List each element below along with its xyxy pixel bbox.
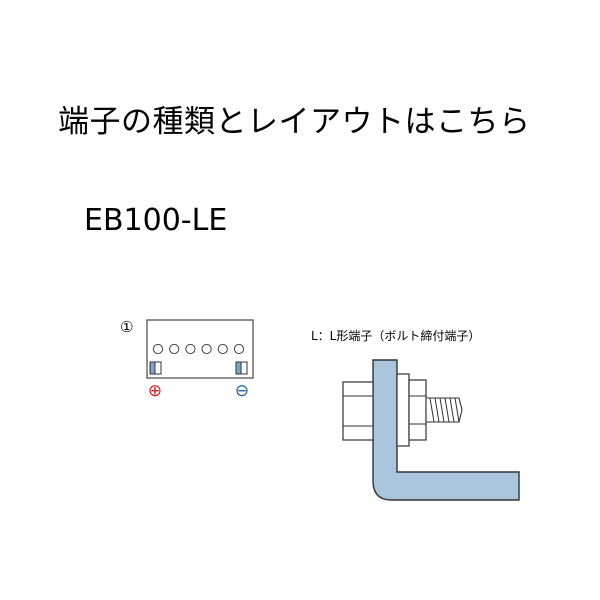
positive-terminal-symbol: ⊕: [148, 381, 162, 401]
thread-line: [454, 397, 460, 423]
thread-line: [434, 397, 440, 423]
negative-terminal-post: [235, 361, 248, 375]
terminal-type-label: L：L形端子（ボルト締付端子）: [311, 329, 481, 343]
vent-cap: [233, 343, 245, 355]
positive-terminal-post: [149, 361, 162, 375]
vent-caps: [152, 343, 245, 355]
l-terminal-plate: [372, 359, 520, 501]
thread-line: [429, 397, 435, 423]
vent-cap: [217, 343, 228, 355]
vent-cap: [152, 343, 164, 355]
terminal-bolt: [342, 373, 463, 447]
thread-line: [439, 397, 445, 423]
page-title: 端子の種類とレイアウトはこちら: [58, 104, 531, 140]
layout-number: ①: [120, 318, 134, 336]
thread-line: [449, 397, 455, 423]
vent-cap: [169, 343, 180, 355]
model-name: EB100-LE: [84, 203, 228, 238]
thread-line: [444, 397, 450, 423]
battery-top-view: ⊕ ⊖: [146, 319, 254, 401]
vent-cap: [185, 343, 196, 355]
l-terminal-drawing: [342, 359, 520, 501]
negative-terminal-symbol: ⊖: [235, 381, 249, 401]
vent-cap: [201, 343, 212, 355]
bolt-threads: [429, 397, 460, 423]
